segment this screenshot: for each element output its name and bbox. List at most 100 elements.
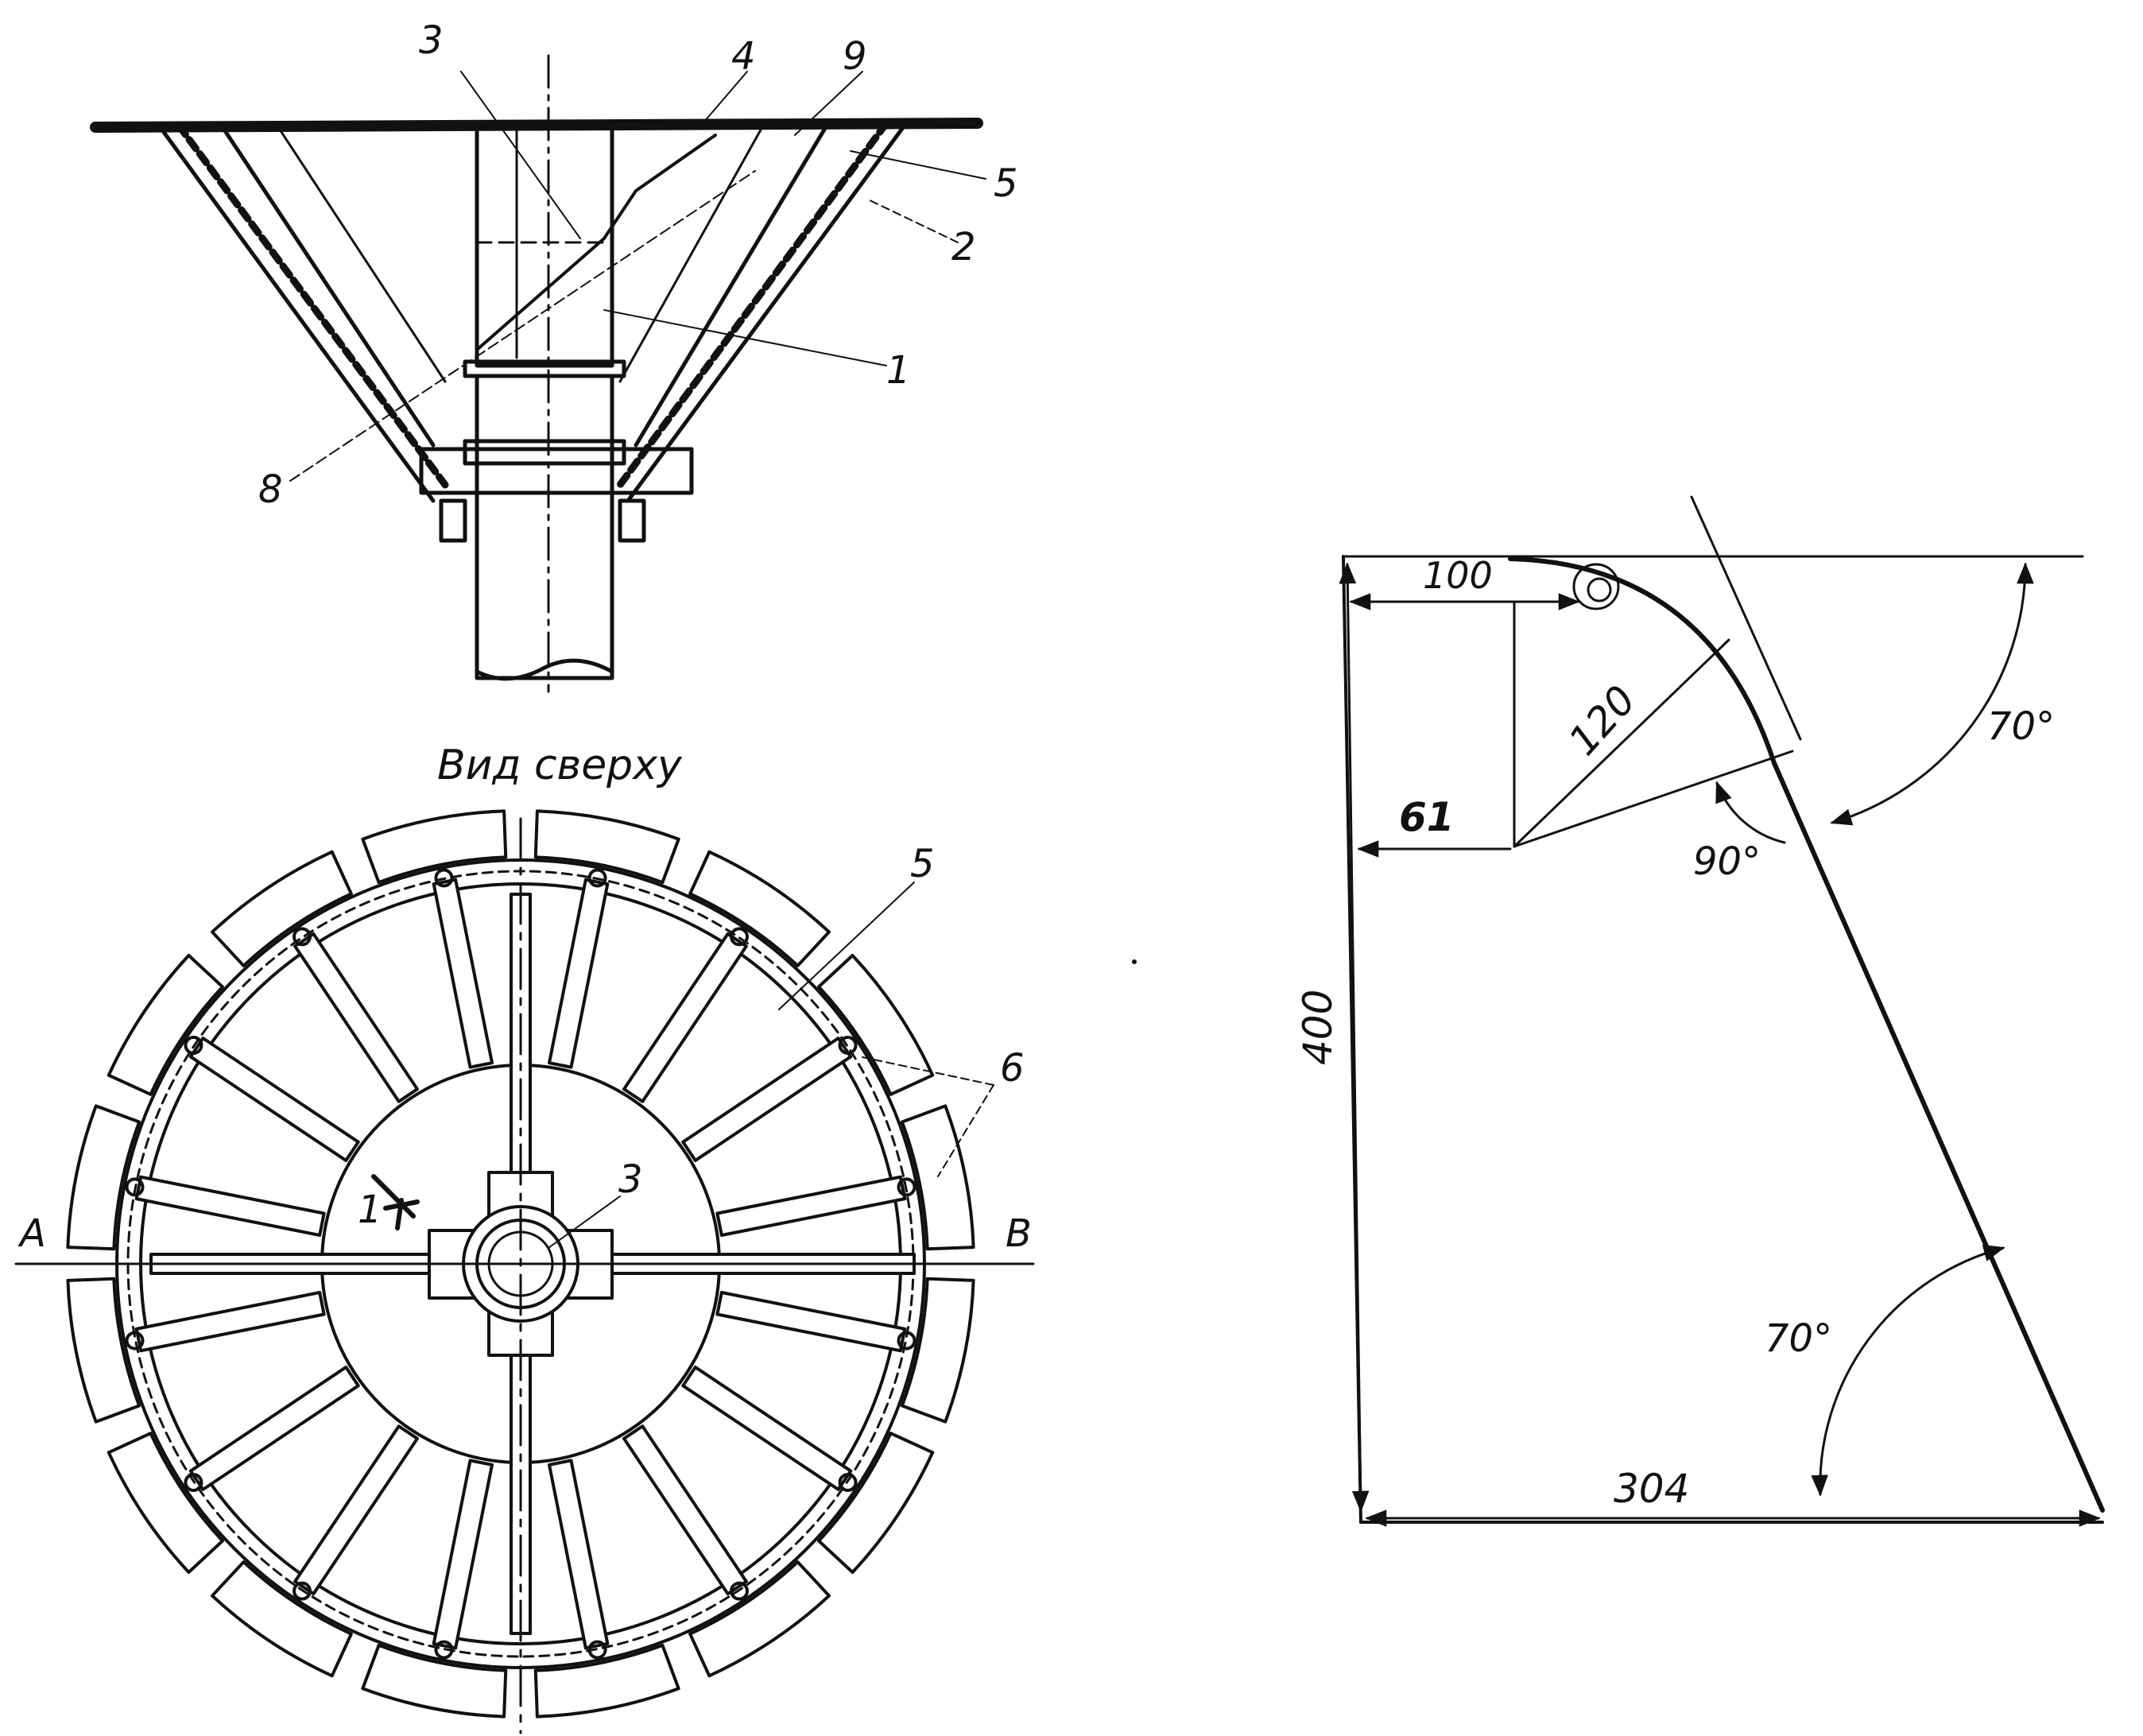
outer-sector [107, 1432, 224, 1575]
label-top-part-5: 5 [910, 842, 935, 886]
blade-joint [897, 1331, 916, 1350]
label-top-part-3: 3 [618, 1157, 643, 1202]
blade-template [1132, 495, 2105, 1527]
foot-left [439, 498, 467, 543]
blade-joint [125, 1331, 145, 1350]
leader-top-3 [548, 1195, 621, 1249]
shaft-break [475, 658, 614, 681]
label-dim-100: 100 [1423, 554, 1493, 597]
radius-line [1513, 638, 1730, 848]
radial-blade [681, 1037, 853, 1162]
blade-joint [897, 1177, 916, 1197]
radial-blade [293, 1424, 419, 1596]
base-flange [463, 439, 626, 466]
outer-sector [900, 1277, 975, 1424]
label-angle-top: 70° [1987, 704, 2055, 749]
label-part-1: 1 [886, 348, 911, 393]
outer-sector [361, 809, 508, 885]
blade-joint [434, 1640, 454, 1660]
leader-1 [603, 309, 887, 366]
blade-edge-left [277, 126, 447, 383]
label-part-4: 4 [731, 34, 756, 79]
shaft-lower [475, 374, 614, 680]
perforated-shell-left [175, 122, 449, 489]
shaft-upper [475, 125, 614, 368]
leader-top-5 [778, 882, 915, 1010]
outer-sector [533, 809, 680, 885]
label-angle-right: 90° [1693, 839, 1761, 884]
radial-blade [715, 1291, 907, 1353]
blade-joint [184, 1035, 203, 1055]
top-plan-view [14, 809, 1035, 1734]
blade-edge-right [618, 124, 765, 383]
blade-joint [292, 1581, 312, 1601]
radial-blade [134, 1175, 326, 1237]
side-section-view [90, 54, 986, 693]
leader-top-6a [862, 1056, 994, 1086]
label-dim-304: 304 [1614, 1466, 1689, 1512]
label-dim-400: 400 [1295, 990, 1341, 1065]
leader-2 [866, 198, 959, 243]
label-dim-120: 120 [1560, 677, 1645, 765]
radial-blade [188, 1037, 360, 1162]
marker-part-1 [371, 1174, 420, 1230]
outer-sector [210, 850, 353, 967]
radial-blades [125, 868, 916, 1660]
radial-blade [548, 1459, 610, 1650]
inner-cone-wall-right [634, 123, 829, 448]
blade-joint [730, 927, 750, 947]
top-view-labels: 5 6 3 1 A B [17, 842, 1032, 1256]
radial-blade [188, 1366, 360, 1491]
leader-4 [699, 71, 748, 128]
outer-sector [688, 850, 831, 967]
outer-sector [533, 1643, 680, 1719]
perforated-shell-right [616, 119, 890, 489]
radial-blade [293, 932, 419, 1103]
outer-cone-wall-left [157, 123, 436, 503]
radial-blade [432, 1459, 494, 1650]
template-slant-edge [1772, 761, 2105, 1513]
slant-extension [1690, 495, 1802, 741]
blade-joint [184, 1473, 203, 1493]
radial-blade [432, 878, 494, 1069]
label-part-3: 3 [419, 18, 444, 63]
angle-arc-top [1830, 562, 2034, 826]
angle-arc-right [1715, 781, 1786, 844]
outer-sector [817, 953, 935, 1096]
label-top-part-1: 1 [358, 1188, 382, 1232]
outer-sector [688, 1560, 831, 1678]
top-view-caption: Вид сверху [437, 742, 683, 789]
blade-joint [730, 1581, 750, 1601]
label-angle-bottom: 70° [1765, 1316, 1832, 1361]
template-curve [1508, 556, 1777, 765]
outer-sector [210, 1560, 353, 1678]
radial-blade [681, 1366, 853, 1491]
label-section-B: B [1006, 1211, 1032, 1256]
outer-sector [817, 1432, 935, 1575]
outer-sectors [66, 809, 975, 1719]
leader-9 [794, 71, 863, 136]
radial-blade [548, 878, 610, 1069]
blade-joint [125, 1177, 145, 1197]
normal-line [1513, 750, 1794, 848]
radial-blade [134, 1291, 326, 1353]
diagonal-stay [475, 134, 717, 351]
label-part-8: 8 [258, 467, 283, 512]
outer-sector [107, 953, 224, 1096]
blade-joint [587, 868, 607, 888]
pivot-hole [1572, 563, 1620, 610]
outer-sector [66, 1104, 141, 1251]
label-top-part-6: 6 [1000, 1046, 1025, 1091]
side-view-labels: 3 4 9 5 2 1 8 [258, 18, 1018, 512]
outer-cone-wall-right [626, 121, 909, 503]
radial-blade [715, 1175, 907, 1237]
outer-sector [900, 1104, 975, 1251]
cross-bars [14, 817, 1035, 1734]
blade-joint [838, 1035, 858, 1055]
leader-3 [460, 71, 581, 239]
leader-8 [289, 170, 756, 482]
blade-joint [292, 927, 312, 947]
blade-joint [838, 1473, 858, 1493]
